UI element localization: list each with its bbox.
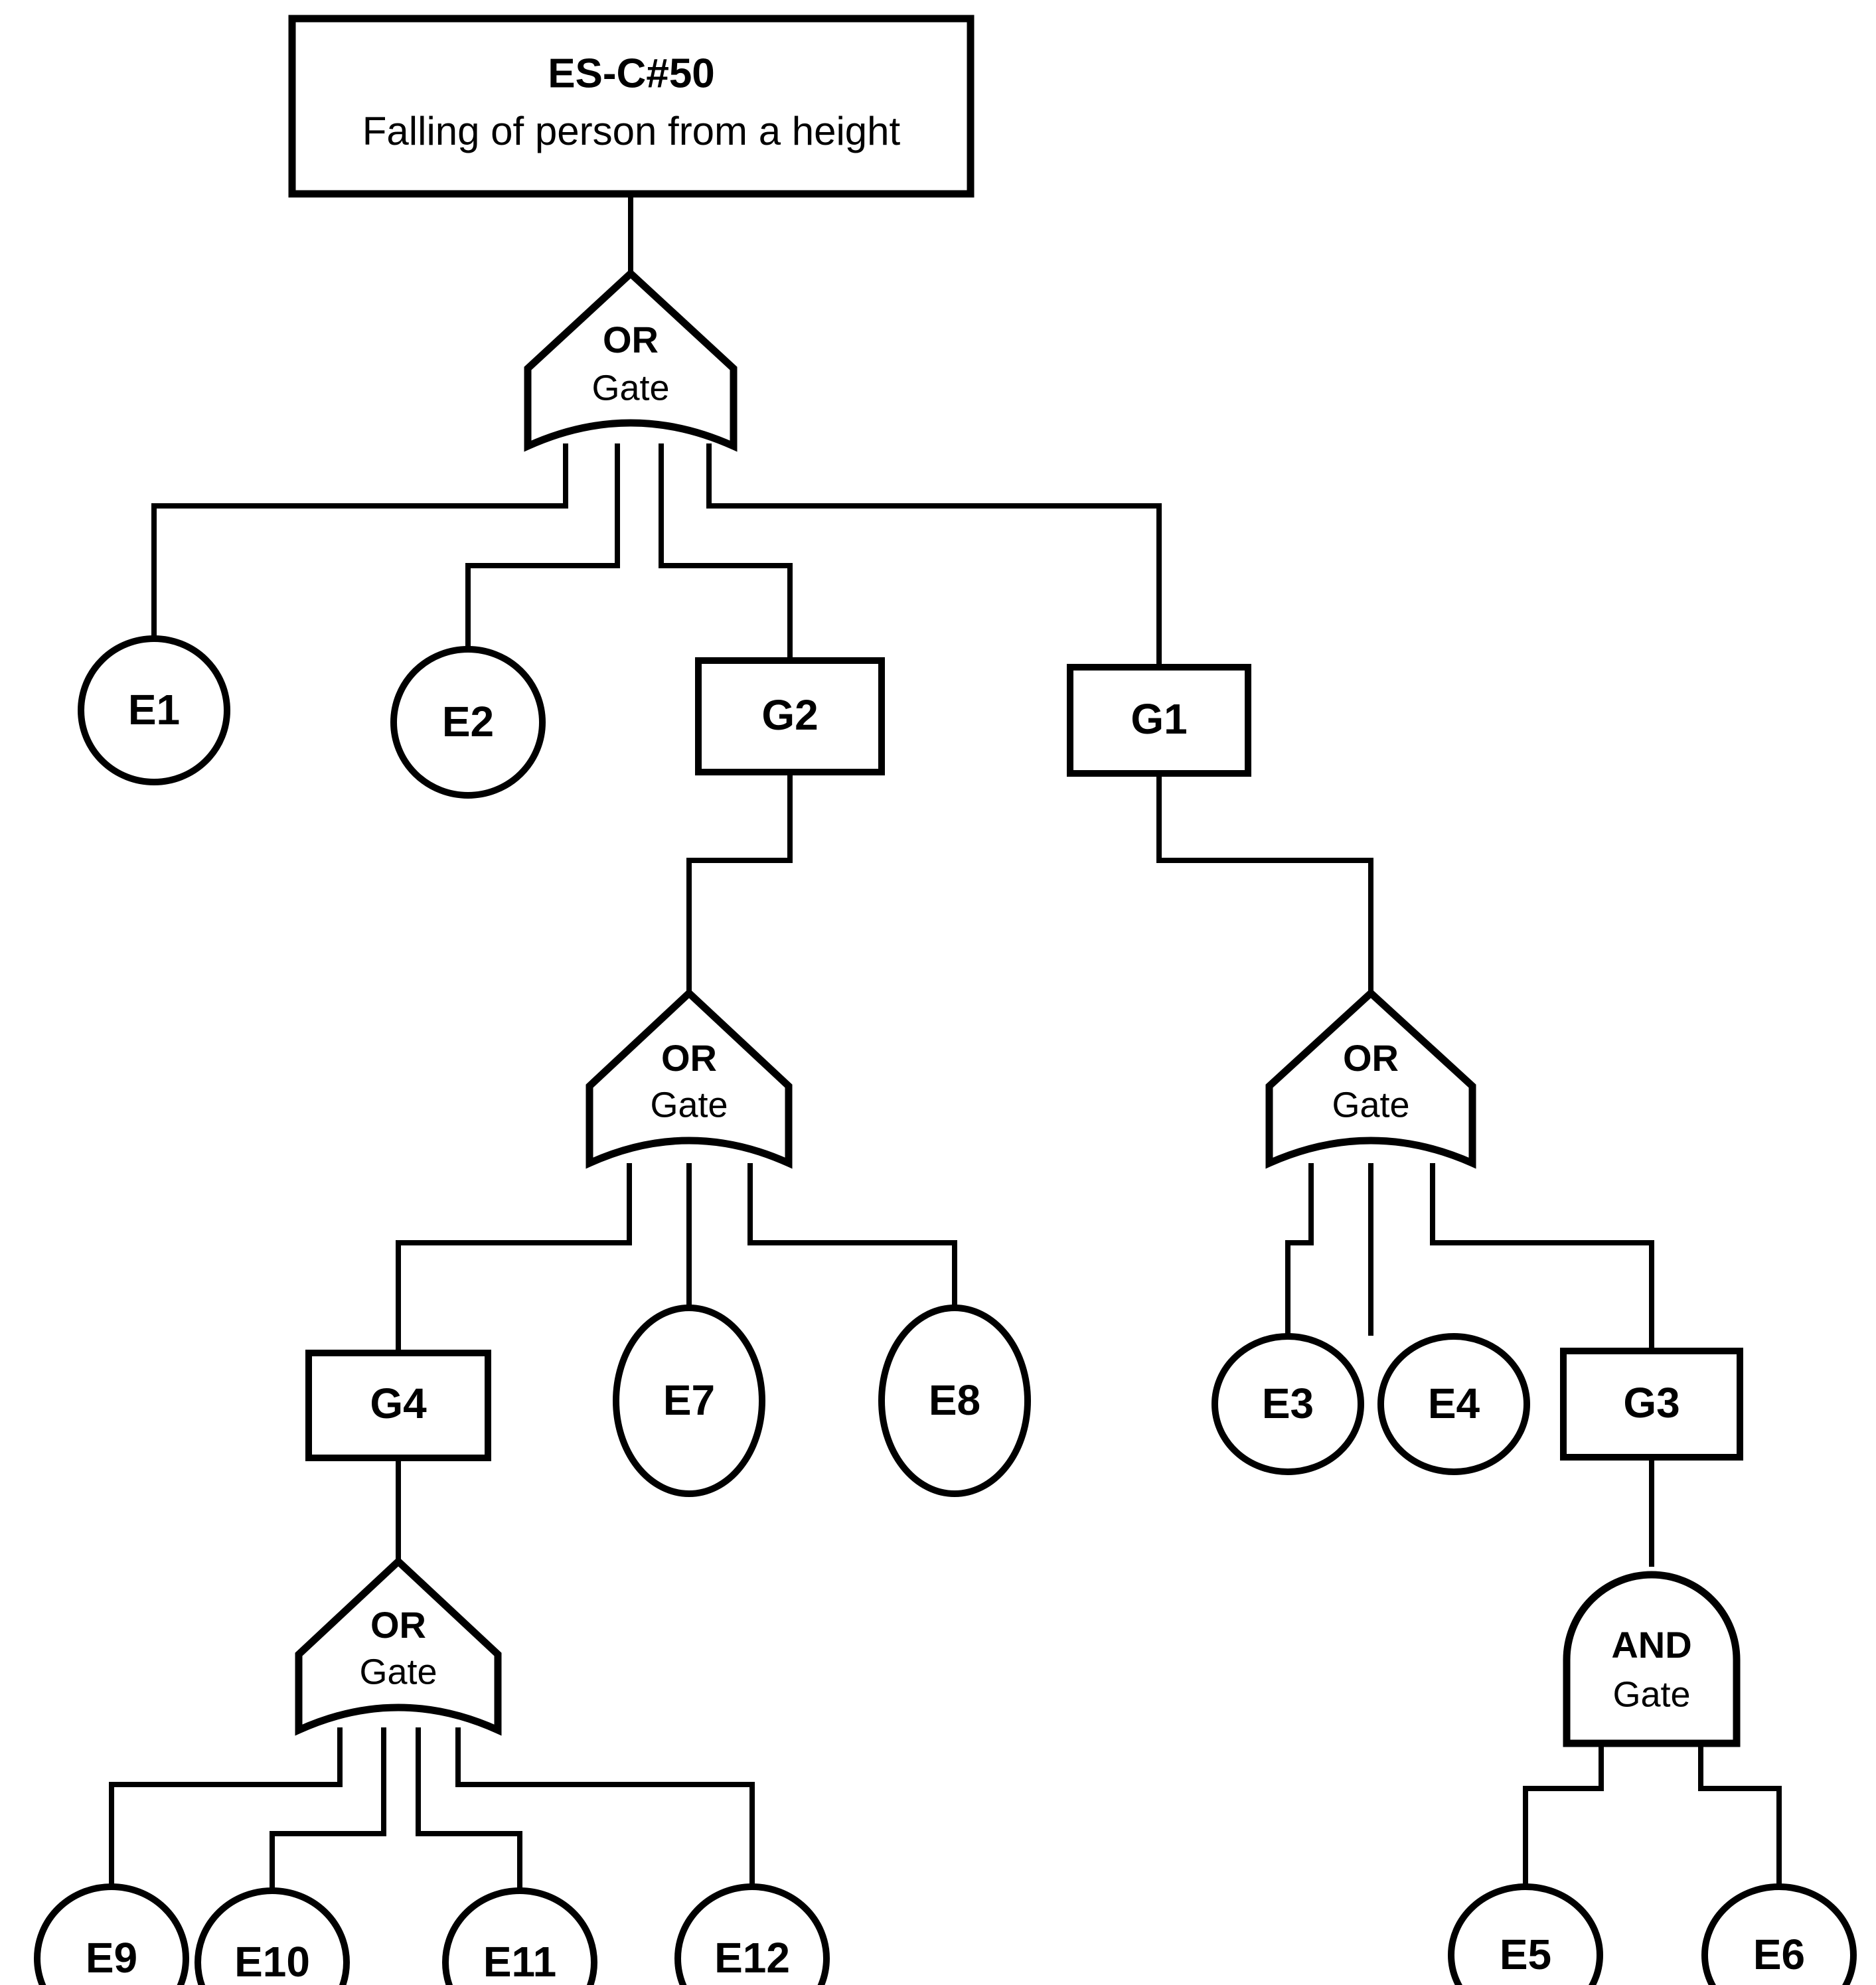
edge-topgate-to-g1 (706, 443, 1162, 667)
and-gate-g3-shape (1563, 1571, 1741, 1747)
e2-ellipse (390, 646, 546, 799)
e9-label: E9 (86, 1934, 137, 1982)
e6-ellipse (1701, 1883, 1857, 1985)
or-gate-g4-shape (295, 1556, 502, 1736)
or-gate-g2-word-label: Gate (650, 1085, 728, 1125)
gate-box-g2[interactable]: G2 (695, 657, 885, 775)
edge-orgate2-to-g4 (396, 1163, 632, 1353)
edge-g1-to-orgate1 (1156, 773, 1373, 993)
g4-rect (305, 1350, 491, 1461)
or-gate-g1[interactable]: OR Gate (1265, 988, 1476, 1169)
or-gate-g2-shape (586, 988, 793, 1169)
or-gate-g1-shape (1265, 988, 1476, 1169)
edge-topgate-to-g2 (659, 443, 793, 661)
edge-andgate-to-e5 (1523, 1741, 1604, 1887)
or-gate-g4-word-label: Gate (359, 1652, 437, 1692)
e4-ellipse (1377, 1333, 1530, 1475)
e10-ellipse (195, 1887, 350, 1985)
e8-label: E8 (929, 1376, 980, 1424)
edge-orgate2-to-e8 (747, 1163, 957, 1308)
and-gate-g3-type-label: AND (1611, 1624, 1691, 1666)
e5-ellipse (1448, 1883, 1603, 1985)
g2-rect (695, 657, 885, 775)
basic-event-e1[interactable]: E1 (78, 635, 230, 785)
e10-label: E10 (234, 1938, 310, 1985)
gate-box-g3[interactable]: G3 (1560, 1348, 1743, 1461)
or-gate-g2-type-label: OR (661, 1037, 717, 1079)
or-gate-top-type-label: OR (603, 319, 659, 360)
g4-label: G4 (370, 1380, 427, 1427)
e5-label: E5 (1500, 1931, 1551, 1978)
top-event-code: ES-C#50 (548, 50, 715, 96)
or-gate-top-shape (524, 268, 738, 452)
e3-label: E3 (1262, 1380, 1314, 1427)
e11-ellipse (442, 1887, 597, 1985)
edge-andgate-to-e6 (1698, 1741, 1782, 1887)
basic-event-e4[interactable]: E4 (1377, 1333, 1530, 1475)
edge-orgate1-to-g3 (1430, 1163, 1654, 1351)
edge-orgate1-to-e3 (1285, 1163, 1314, 1336)
basic-event-e12[interactable]: E12 (674, 1883, 830, 1985)
g3-label: G3 (1623, 1379, 1680, 1427)
basic-event-e5[interactable]: E5 (1448, 1883, 1603, 1985)
e7-ellipse (613, 1305, 765, 1497)
basic-event-e9[interactable]: E9 (34, 1883, 189, 1985)
e1-ellipse (78, 635, 230, 785)
g2-label: G2 (761, 691, 818, 739)
basic-event-e6[interactable]: E6 (1701, 1883, 1857, 1985)
edge-orgate4-to-e12 (455, 1727, 755, 1888)
connection-lines (109, 194, 1782, 1891)
e12-ellipse (674, 1883, 830, 1985)
gate-box-g4[interactable]: G4 (305, 1350, 491, 1461)
e8-ellipse (878, 1305, 1031, 1497)
g1-label: G1 (1131, 695, 1187, 743)
or-gate-g1-type-label: OR (1343, 1037, 1399, 1079)
g3-rect (1560, 1348, 1743, 1461)
basic-event-e10[interactable]: E10 (195, 1887, 350, 1985)
top-event-box[interactable]: ES-C#50 Falling of person from a height (288, 15, 975, 198)
edge-topgate-to-e1 (151, 443, 568, 639)
and-gate-g3[interactable]: AND Gate (1563, 1571, 1741, 1747)
edge-orgate4-to-e10 (270, 1727, 386, 1891)
top-event-description: Falling of person from a height (362, 109, 901, 153)
e1-label: E1 (128, 686, 180, 734)
edge-orgate4-to-e11 (416, 1727, 522, 1891)
e11-label: E11 (483, 1938, 556, 1985)
top-event-rect (288, 15, 975, 198)
e4-label: E4 (1428, 1380, 1480, 1427)
edge-topgate-to-e2 (465, 443, 620, 649)
e6-label: E6 (1753, 1931, 1805, 1978)
g1-rect (1067, 664, 1251, 777)
edge-orgate4-to-e9 (109, 1727, 343, 1888)
e7-label: E7 (663, 1376, 715, 1424)
and-gate-g3-word-label: Gate (1612, 1674, 1690, 1714)
basic-event-e7[interactable]: E7 (613, 1305, 765, 1497)
e2-label: E2 (442, 698, 494, 746)
e3-ellipse (1212, 1333, 1364, 1475)
basic-event-e11[interactable]: E11 (442, 1887, 597, 1985)
or-gate-g2[interactable]: OR Gate (586, 988, 793, 1169)
or-gate-top-word-label: Gate (591, 368, 669, 408)
basic-event-e2[interactable]: E2 (390, 646, 546, 799)
basic-event-e8[interactable]: E8 (878, 1305, 1031, 1497)
or-gate-g4[interactable]: OR Gate (295, 1556, 502, 1736)
edge-g2-to-orgate2 (686, 771, 793, 993)
or-gate-g1-word-label: Gate (1332, 1085, 1409, 1125)
e9-ellipse (34, 1883, 189, 1985)
or-gate-top[interactable]: OR Gate (524, 268, 738, 452)
e12-label: E12 (714, 1934, 790, 1982)
gate-box-g1[interactable]: G1 (1067, 664, 1251, 777)
basic-event-e3[interactable]: E3 (1212, 1333, 1364, 1475)
or-gate-g4-type-label: OR (370, 1604, 426, 1646)
